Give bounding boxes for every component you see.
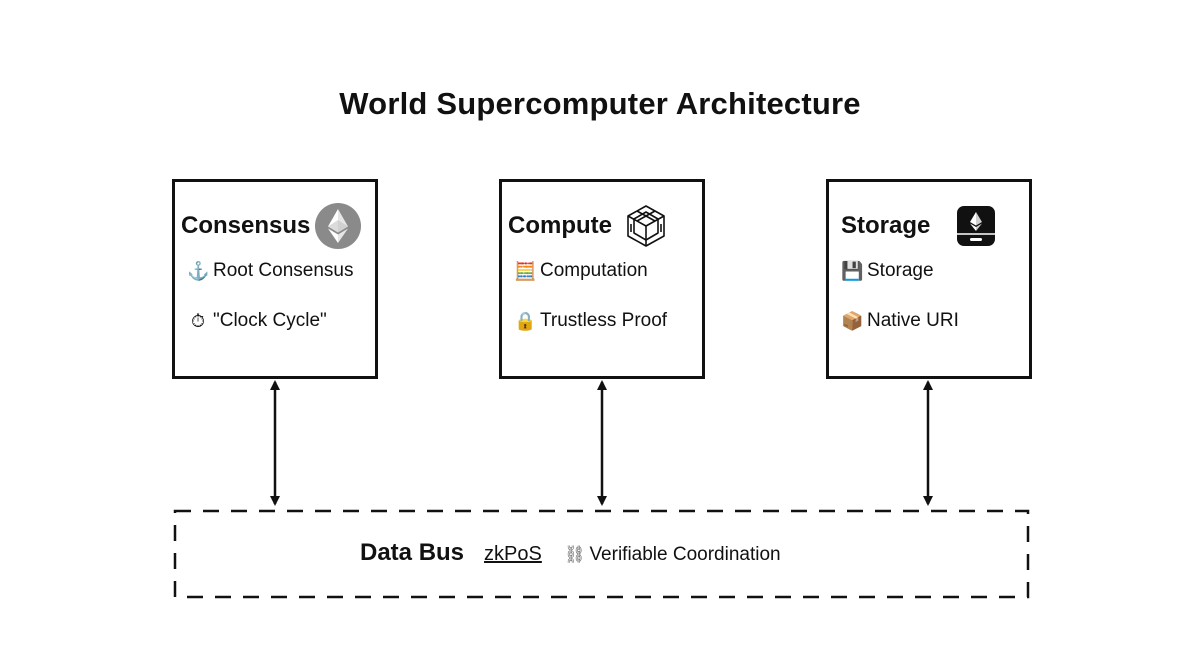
consensus-item-clock-label: "Clock Cycle" (213, 310, 327, 331)
storage-item-uri: 📦 Native URI (841, 310, 959, 332)
storage-title: Storage (841, 212, 931, 239)
compute-item-computation: 🧮 Computation (514, 260, 648, 282)
storage-item-uri-label: Native URI (867, 310, 959, 331)
anchor-icon: ⚓ (187, 260, 210, 281)
storage-header: Storage (835, 202, 1023, 250)
abacus-icon: 🧮 (514, 260, 537, 281)
compute-item-computation-label: Computation (540, 260, 648, 281)
consensus-box: Consensus ⚓ Root Consensus ⏱ "Clock Cycl… (172, 179, 378, 379)
compute-box: Compute 🧮 Computation 🔒 Trustless Proof (499, 179, 705, 379)
data-bus-note-label: Verifiable Coordination (589, 544, 781, 565)
stopwatch-icon: ⏱ (190, 310, 206, 331)
compute-item-proof-label: Trustless Proof (540, 310, 668, 331)
consensus-title: Consensus (181, 212, 311, 239)
data-bus-note: ⛓ Verifiable Coordination (564, 544, 781, 566)
zkpos-link[interactable]: zkPoS (484, 543, 542, 565)
data-bus: Data Bus zkPoS ⛓ Verifiable Coordination (175, 511, 1028, 597)
isometric-cube-icon (622, 202, 670, 250)
storage-item-storage: 💾 Storage (841, 260, 934, 282)
compute-title: Compute (508, 212, 612, 239)
package-icon: 📦 (841, 310, 864, 331)
diagram-title: World Supercomputer Architecture (339, 86, 861, 121)
compute-header: Compute (508, 202, 696, 250)
storage-item-storage-label: Storage (867, 260, 934, 281)
data-bus-row: Data Bus zkPoS ⛓ Verifiable Coordination (360, 539, 781, 567)
consensus-item-clock: ⏱ "Clock Cycle" (187, 310, 327, 332)
chain-link-icon: ⛓ (563, 545, 586, 564)
storage-drive-icon (954, 204, 998, 248)
compute-item-proof: 🔒 Trustless Proof (514, 310, 667, 332)
consensus-item-root: ⚓ Root Consensus (187, 260, 353, 282)
data-bus-title: Data Bus (360, 539, 465, 566)
consensus-header: Consensus (181, 202, 369, 250)
storage-box: Storage 💾 Storage 📦 Native URI (826, 179, 1032, 379)
lock-icon: 🔒 (514, 310, 537, 331)
ethereum-logo-icon (314, 202, 362, 250)
consensus-item-root-label: Root Consensus (213, 260, 354, 281)
floppy-disk-icon: 💾 (841, 260, 864, 281)
